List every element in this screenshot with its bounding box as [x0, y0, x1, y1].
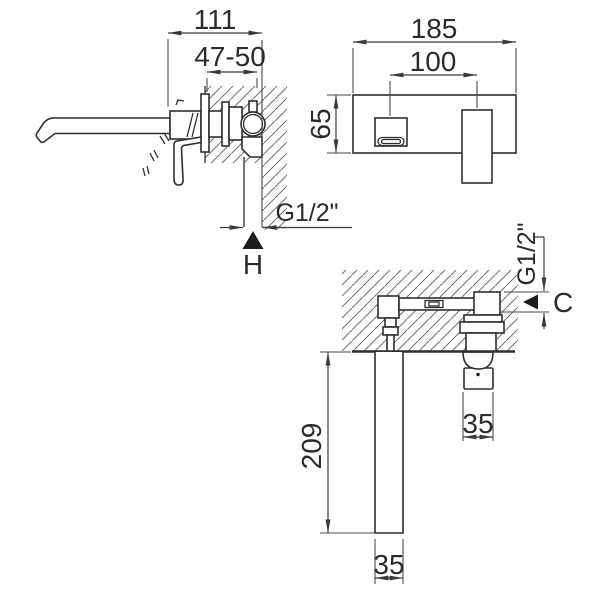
crossbar-detail [424, 299, 444, 309]
thread-label-top: G1/2" [513, 222, 541, 285]
bleed-screw [248, 100, 258, 113]
spout-tube-plan [374, 352, 404, 534]
aerator-slot [377, 136, 405, 147]
handle-escutcheon-dome [462, 351, 494, 370]
dim-label-plate-width: 185 [411, 13, 458, 44]
spout-neck [384, 317, 397, 328]
spout-joint-line [186, 112, 194, 138]
supply-elbow-block [241, 136, 263, 158]
valve-block-plan [473, 291, 501, 316]
hot-indicator-label: H [243, 249, 263, 280]
spout-joint-line [191, 112, 199, 138]
valve-body-outer [240, 111, 266, 137]
crossbar-detail-inner [428, 301, 440, 307]
dim-label-handle-width: 35 [462, 408, 493, 439]
lever-swing-marks [142, 132, 170, 177]
cold-indicator-label: C [553, 287, 573, 318]
handle-front [461, 109, 493, 184]
handle-knob-pin [476, 372, 480, 377]
hot-indicator-triangle [242, 231, 264, 249]
spout-collar [382, 326, 399, 336]
cartridge-body [228, 106, 243, 141]
spout-front [374, 117, 408, 147]
dim-label-spout-length: 209 [296, 423, 327, 470]
front-view: 185 100 65 [305, 13, 517, 184]
lever-handle [173, 136, 202, 186]
thread-label-side: G1/2" [275, 199, 338, 227]
handle-flange-lower [459, 321, 505, 334]
spout-stem [386, 334, 395, 353]
dim-label-plate-height: 65 [305, 108, 336, 139]
dim-label-spout-width: 35 [373, 549, 404, 580]
spout-profile [35, 117, 171, 144]
top-view: 209 35 35 G1/2" C [296, 222, 573, 584]
dim-label-centres: 100 [410, 46, 457, 77]
spout-top-detail [175, 99, 185, 106]
handle-knob-plan [463, 367, 494, 390]
handle-flange-upper [463, 314, 503, 323]
side-view: 111 47-50 G1/2" H [35, 4, 352, 280]
cold-indicator-triangle [523, 294, 538, 310]
handle-column [465, 332, 497, 353]
dim-label-recess-depth: 47-50 [194, 41, 266, 72]
spout-base-block [169, 110, 202, 140]
dim-label-spout-projection: 111 [194, 4, 237, 35]
body-sleeve [208, 110, 223, 138]
spout-union-block [377, 295, 400, 319]
aerator-slot-inner [380, 138, 402, 145]
escutcheon-plate [200, 93, 210, 153]
cartridge-flange [221, 101, 230, 147]
crossbar-body [398, 297, 476, 311]
